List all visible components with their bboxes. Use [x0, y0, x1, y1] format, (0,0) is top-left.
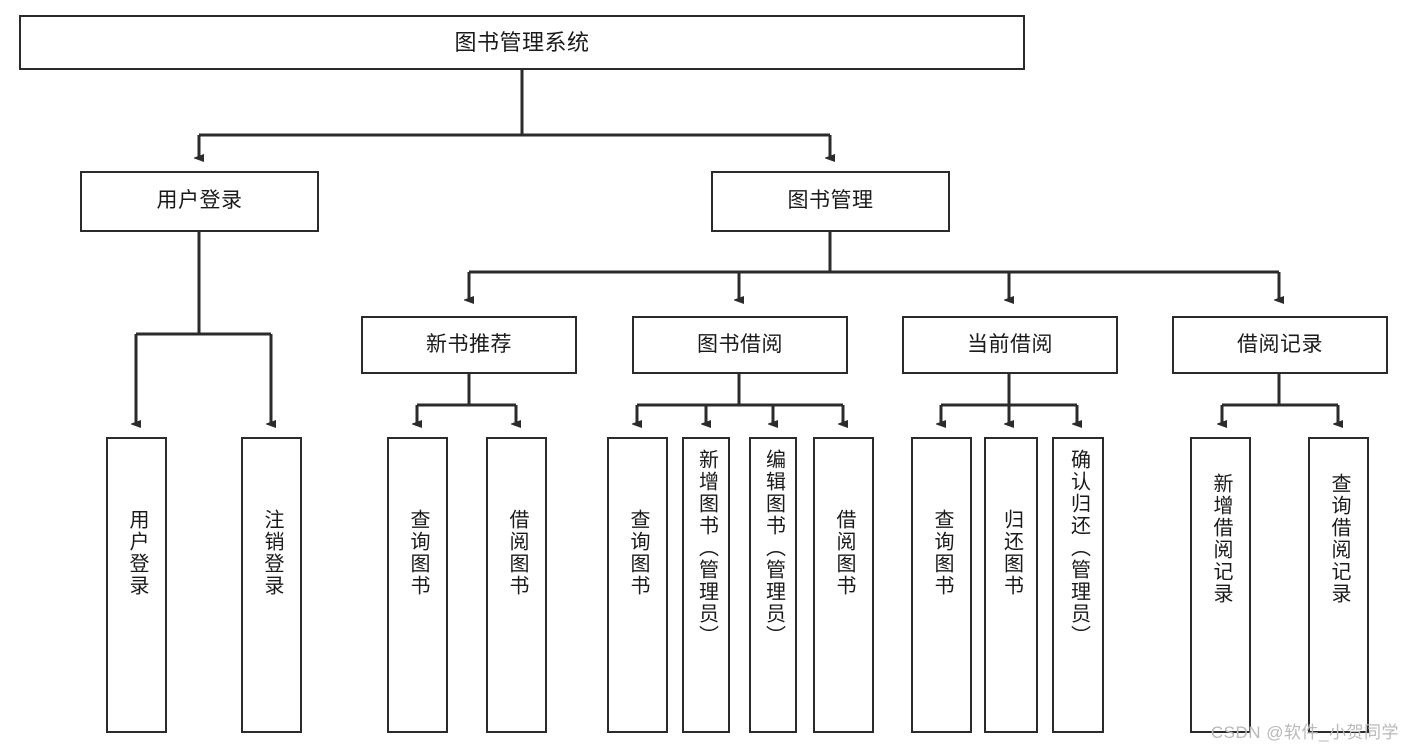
node-borrow-record[interactable]: 借阅记录: [1172, 316, 1388, 374]
node-label: 归还图书: [1000, 509, 1023, 597]
node-leaf-query-book-current[interactable]: 查询图书: [911, 437, 972, 733]
node-label: 查询图书: [407, 509, 429, 597]
node-label: 新书推荐: [426, 332, 512, 356]
node-label: 新增借阅记录: [1210, 473, 1232, 605]
node-leaf-user-login[interactable]: 用户登录: [106, 437, 167, 733]
node-current-borrow[interactable]: 当前借阅: [902, 316, 1118, 374]
node-label: 查询图书: [931, 509, 953, 597]
node-leaf-add-borrow-record[interactable]: 新增借阅记录: [1190, 437, 1251, 733]
node-book-borrow[interactable]: 图书借阅: [632, 316, 848, 374]
node-label: 借阅记录: [1237, 332, 1323, 356]
node-leaf-confirm-return-admin[interactable]: 确认归还（管理员）: [1052, 437, 1104, 733]
node-leaf-return-book[interactable]: 归还图书: [984, 437, 1038, 733]
watermark-text: CSDN @软件_小贺同学: [1210, 723, 1399, 742]
node-leaf-borrow-book-recommend[interactable]: 借阅图书: [486, 437, 547, 733]
node-leaf-edit-book-admin[interactable]: 编辑图书（管理员）: [749, 437, 797, 733]
node-book-management[interactable]: 图书管理: [711, 171, 950, 232]
node-leaf-add-book-admin[interactable]: 新增图书（管理员）: [682, 437, 730, 733]
node-label: 用户登录: [126, 509, 148, 597]
node-leaf-query-book-borrow[interactable]: 查询图书: [607, 437, 668, 733]
node-label: 新增图书（管理员）: [695, 449, 718, 647]
node-label: 借阅图书: [833, 509, 855, 597]
node-label: 查询借阅记录: [1328, 473, 1350, 605]
node-label: 编辑图书（管理员）: [762, 449, 785, 647]
node-leaf-query-borrow-record[interactable]: 查询借阅记录: [1308, 437, 1369, 733]
node-label: 当前借阅: [967, 332, 1053, 356]
node-label: 确认归还（管理员）: [1067, 449, 1090, 647]
node-label: 查询图书: [627, 509, 649, 597]
node-label: 图书管理系统: [454, 29, 590, 55]
node-user-login[interactable]: 用户登录: [80, 171, 319, 232]
node-label: 图书借阅: [697, 332, 783, 356]
node-new-book-recommend[interactable]: 新书推荐: [361, 316, 577, 374]
node-label: 注销登录: [261, 509, 283, 597]
node-label: 用户登录: [156, 189, 243, 213]
node-label: 借阅图书: [506, 509, 528, 597]
node-label: 图书管理: [787, 189, 874, 213]
node-root-system[interactable]: 图书管理系统: [19, 15, 1025, 70]
node-leaf-borrow-book[interactable]: 借阅图书: [813, 437, 874, 733]
node-leaf-logout[interactable]: 注销登录: [241, 437, 302, 733]
node-leaf-query-book-recommend[interactable]: 查询图书: [387, 437, 448, 733]
